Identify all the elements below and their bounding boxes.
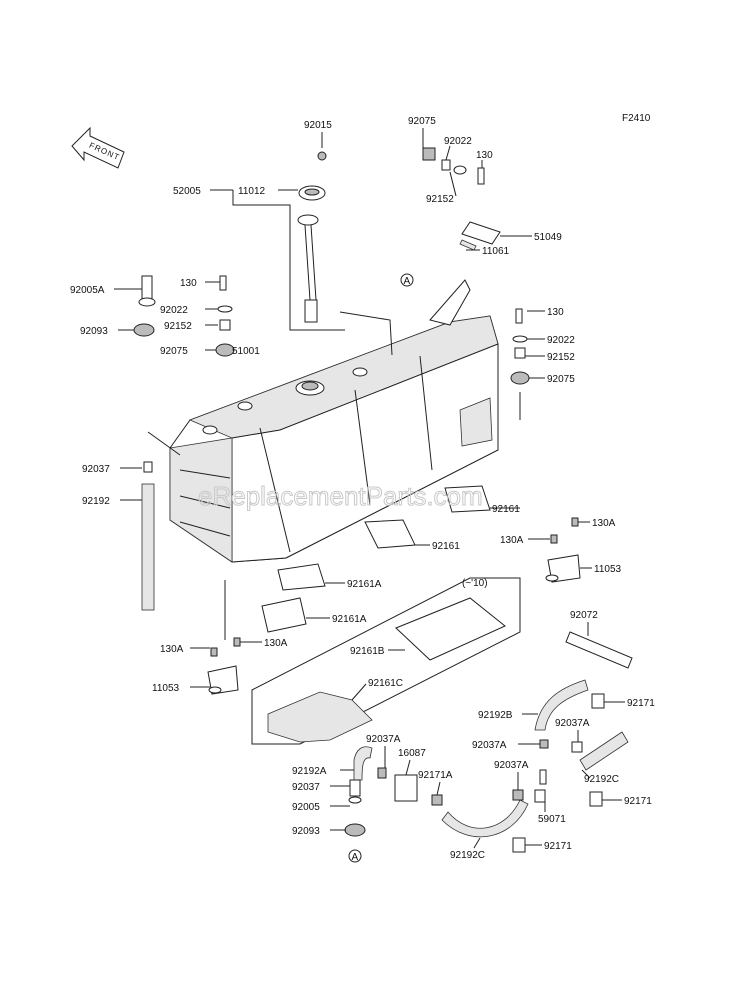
part-label: 92037A: [494, 760, 529, 771]
part-label: 92005A: [70, 285, 105, 296]
part-label: 92161: [432, 541, 460, 552]
watermark: eReplacementParts.com: [198, 481, 483, 511]
part-label: 11053: [594, 564, 622, 575]
part-label: 92192C: [450, 850, 485, 861]
part-label: 92075: [408, 116, 436, 127]
part-label: 11012: [238, 186, 266, 197]
part-label: 92152: [426, 194, 454, 205]
cover-sheet-box: [251, 577, 521, 745]
fuel-gauge-assembly: [232, 185, 345, 331]
part-label: 51049: [534, 232, 562, 243]
part-label: 130: [476, 150, 493, 161]
part-label: 130A: [160, 644, 184, 655]
part-label: 92152: [164, 321, 192, 332]
part-label: 59071: [538, 814, 566, 825]
callout-a-bottom: A: [348, 849, 362, 863]
part-label: 11053: [152, 683, 180, 694]
part-label: 16087: [398, 748, 426, 759]
part-label: 92093: [292, 826, 320, 837]
brackets: [207, 517, 581, 695]
part-label: 92037A: [472, 740, 507, 751]
part-label: 52005: [173, 186, 201, 197]
fuel-tank: [169, 279, 499, 563]
part-label: 92022: [547, 335, 575, 346]
left-mount-hardware: [133, 275, 235, 357]
part-label: 11061: [482, 246, 510, 257]
part-label: 92161: [492, 504, 520, 515]
callout-a-top: A: [400, 273, 414, 287]
part-label: 92152: [547, 352, 575, 363]
part-label: 92075: [547, 374, 575, 385]
part-label: 92161A: [347, 579, 382, 590]
part-label: 92192: [82, 496, 110, 507]
figure-code: F2410: [622, 113, 651, 124]
part-label: 130A: [500, 535, 524, 546]
part-label: 130A: [592, 518, 616, 529]
part-label: 92022: [160, 305, 188, 316]
part-label: 92005: [292, 802, 320, 813]
vent-hose-left: [141, 431, 181, 611]
part-labels: 92015 92075 92022 130 92152 52005 11012 …: [70, 116, 655, 861]
svg-text:A: A: [404, 276, 411, 287]
part-label: 92192B: [478, 710, 513, 721]
part-label: 92075: [160, 346, 188, 357]
part-label: 92171: [627, 698, 655, 709]
part-label: 92192C: [584, 774, 619, 785]
part-label: 51001: [232, 346, 260, 357]
part-label: 92093: [80, 326, 108, 337]
front-arrow-icon: FRONT: [71, 126, 125, 169]
right-mount-hardware: [317, 147, 530, 385]
part-label: 92161B: [350, 646, 385, 657]
part-label: 92037A: [555, 718, 590, 729]
part-label: 92161C: [368, 678, 403, 689]
part-label: 92015: [304, 120, 332, 131]
part-label: 92037: [82, 464, 110, 475]
part-label: 92022: [444, 136, 472, 147]
part-label: 130: [547, 307, 564, 318]
part-label: 92072: [570, 610, 598, 621]
leader-lines: [114, 128, 625, 849]
part-label: 92171: [544, 841, 572, 852]
part-label: 130: [180, 278, 197, 289]
part-label: 92161A: [332, 614, 367, 625]
tank-pads: [261, 485, 491, 633]
part-label: 92192A: [292, 766, 327, 777]
part-label: 92171A: [418, 770, 453, 781]
part-label: 92037A: [366, 734, 401, 745]
fuel-line-assembly: [344, 631, 633, 853]
part-label: 130A: [264, 638, 288, 649]
part-label: 92037: [292, 782, 320, 793]
part-label: 92171: [624, 796, 652, 807]
svg-text:A: A: [352, 852, 359, 863]
qty-note: (~'10): [462, 578, 488, 589]
